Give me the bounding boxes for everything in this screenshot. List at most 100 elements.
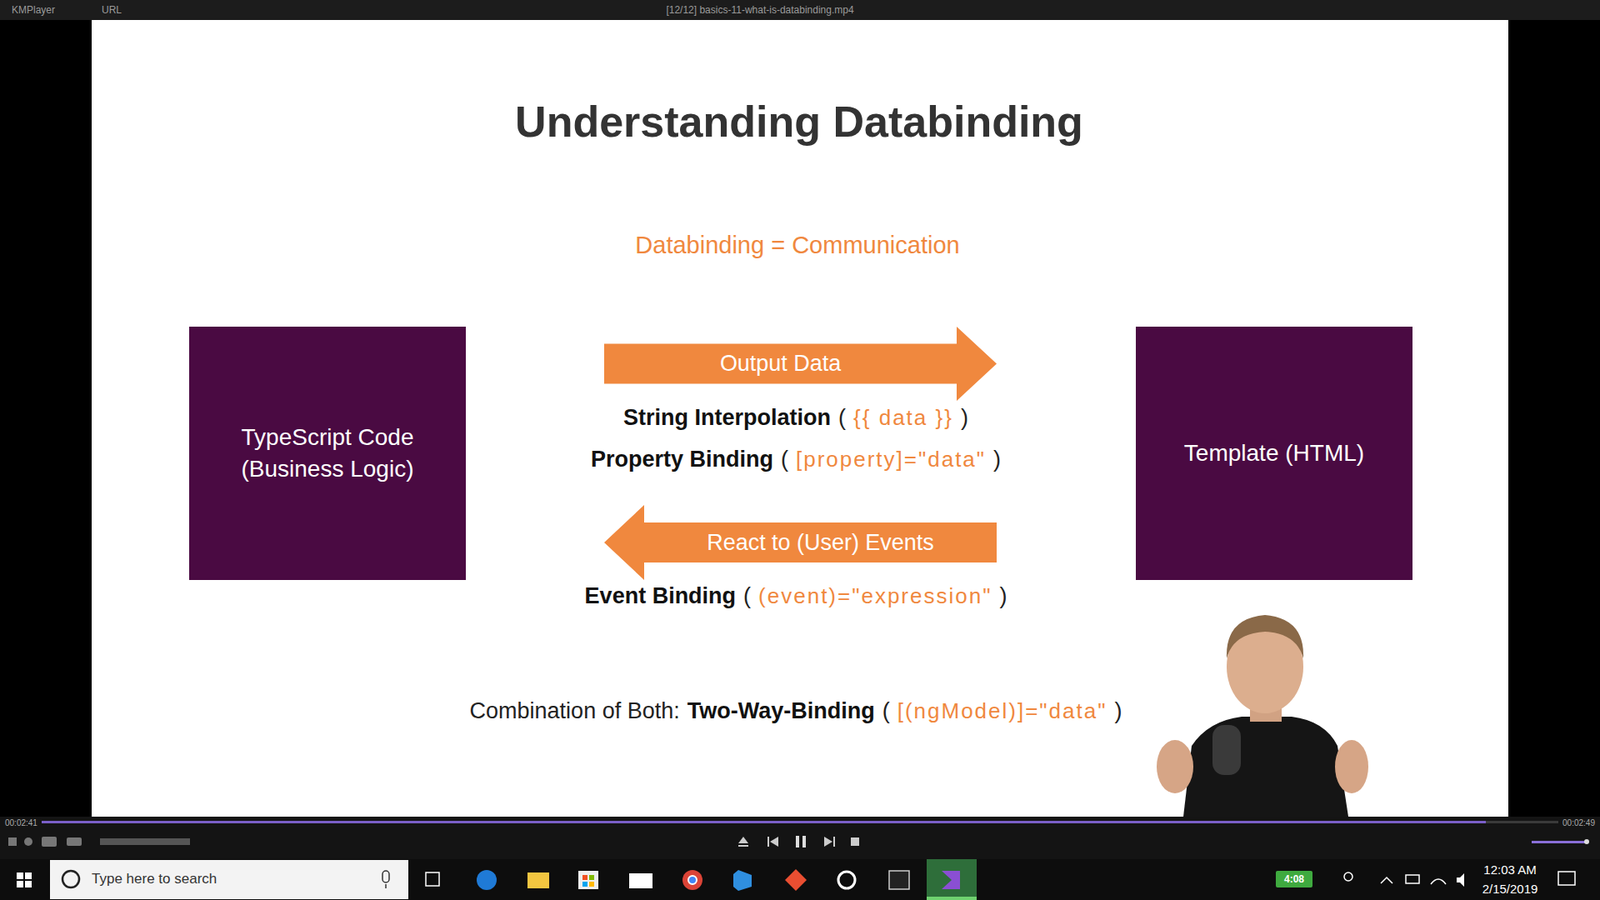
binding-name: String Interpolation (623, 405, 831, 431)
player-controls (0, 816, 1600, 860)
url-button: URL (101, 4, 122, 16)
tray-chevron (1380, 877, 1393, 884)
binding-name: Two-Way-Binding (687, 698, 875, 725)
store-icon (589, 881, 595, 887)
label-text: Combination of Both: (470, 698, 680, 725)
battery-badge (1275, 870, 1313, 888)
vscode-icon (733, 870, 752, 891)
box-label: Template (HTML) (1184, 437, 1365, 470)
binding-syntax-row: Event Binding( (event)="expression") (585, 583, 1008, 610)
subtitle: Databinding = Communication (635, 231, 960, 260)
next-icon (833, 836, 835, 847)
settings-icon (838, 871, 855, 889)
total-time: 00:02:49 (1562, 818, 1595, 828)
progress-track (41, 820, 1559, 824)
volume-knob (1584, 839, 1590, 845)
parenthesis: ( (882, 698, 890, 725)
windows-logo (16, 872, 32, 888)
arrow-polygon (604, 505, 997, 580)
box-label: TypeScript Code (Business Logic) (214, 421, 441, 485)
people-icon (1344, 872, 1353, 881)
app-name: KMPlayer (11, 4, 55, 16)
taskbar-background (0, 859, 1600, 900)
template-box: Template (HTML) (1135, 326, 1413, 580)
notification-icon (1558, 871, 1575, 885)
explorer-icon (527, 872, 550, 889)
pause-icon (795, 835, 800, 848)
presenter-hair (1226, 615, 1304, 659)
volume-icon (1456, 873, 1465, 887)
taskbar (0, 859, 1600, 900)
parenthesis: ) (1114, 698, 1122, 725)
search-box (50, 860, 409, 900)
binding-name: Property Binding (590, 446, 774, 473)
output-arrow: Output Data (604, 326, 997, 401)
parenthesis: ( (780, 446, 789, 473)
store-icon (582, 875, 588, 880)
chrome-icon (688, 875, 697, 885)
binding-syntax: [property]="data" (795, 446, 986, 473)
volume-bar (1531, 840, 1587, 844)
slide-title: Understanding Databinding (515, 96, 1084, 147)
terminal-icon (889, 870, 910, 890)
store-icon (578, 870, 599, 890)
binding-syntax: {{ data }} (853, 405, 954, 431)
binding-syntax: (event)="expression" (758, 583, 992, 610)
presenter-hand (1156, 740, 1194, 794)
binding-syntax-row: Combination of Both: Two-Way-Binding ( [(ng… (470, 698, 1123, 725)
store-icon (582, 881, 588, 887)
arrow-label: React to (User) Events (644, 522, 997, 563)
control-button (66, 837, 82, 846)
parenthesis: ( (743, 583, 751, 610)
chrome-icon (682, 870, 703, 890)
mic-icon (385, 884, 387, 889)
store-icon (589, 875, 595, 880)
control-button (41, 836, 57, 847)
event-arrow: React to (User) Events (604, 505, 997, 580)
eject-icon (738, 836, 749, 844)
parenthesis: ( (838, 405, 846, 431)
wifi-icon (1430, 879, 1446, 885)
binding-syntax: [(ngModel)]="data" (897, 698, 1108, 725)
next-icon (824, 836, 833, 847)
mic-icon (382, 870, 390, 883)
presenter-illustration (1133, 600, 1384, 817)
search-circle-icon (62, 870, 80, 888)
binding-syntax-row: Property Binding([property]="data") (590, 446, 1001, 473)
battery-icon (1405, 875, 1420, 884)
clock-time: 12:03 AM (1483, 862, 1536, 877)
progress-fill (41, 820, 1486, 824)
arrow-label: Output Data (604, 344, 957, 385)
pause-icon (802, 835, 806, 848)
prev-icon (767, 836, 770, 847)
parenthesis: ) (993, 446, 1001, 473)
git-icon (785, 869, 807, 891)
edge-icon (476, 870, 497, 890)
prev-icon (770, 836, 779, 847)
control-button (8, 837, 17, 846)
presenter-hand (1335, 740, 1369, 794)
arrow-polygon (604, 326, 997, 401)
elapsed-time: 00:02:41 (5, 818, 38, 828)
presenter-microphone (1212, 725, 1241, 775)
clock-date: 2/15/2019 (1482, 881, 1539, 896)
mail-icon (629, 873, 653, 889)
eject-icon (738, 845, 749, 847)
stop-icon (850, 837, 860, 846)
logic-box: TypeScript Code (Business Logic) (189, 326, 466, 580)
control-button (24, 837, 33, 846)
video-filename: [12/12] basics-11-what-is-databinding.mp… (665, 4, 854, 16)
binding-name: Event Binding (585, 583, 737, 610)
vs-icon (941, 870, 960, 890)
parenthesis: ) (999, 583, 1007, 610)
parenthesis: ) (960, 405, 969, 431)
active-app-highlight (926, 859, 977, 900)
battery-time: 4:08 (1284, 873, 1305, 885)
presenter-shirt (1183, 716, 1349, 817)
task-view-icon (425, 872, 440, 886)
active-app-underline (926, 896, 977, 900)
filter-buttons (100, 838, 190, 845)
search-placeholder: Type here to search (91, 870, 217, 888)
binding-syntax-row: String Interpolation ( {{ data }}) (623, 405, 969, 431)
